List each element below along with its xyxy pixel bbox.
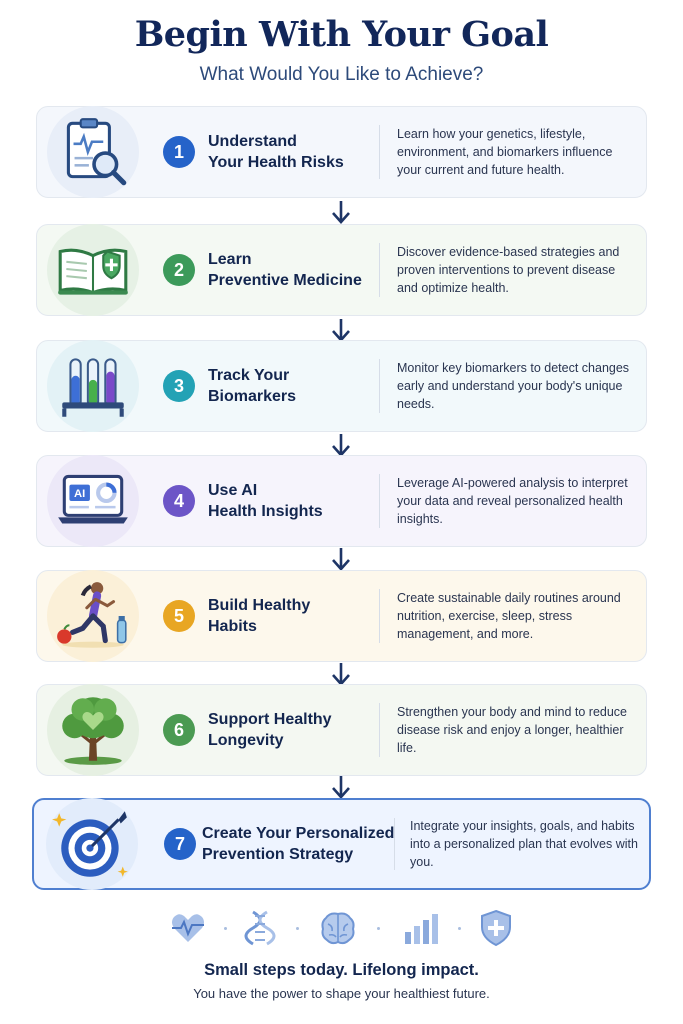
step-number-badge: 6 — [163, 714, 195, 746]
step-number-badge: 2 — [163, 254, 195, 286]
footer-headline: Small steps today. Lifelong impact. — [204, 961, 479, 979]
step-heading: Track Your Biomarkers — [208, 367, 297, 405]
step-number-badge: 7 — [164, 828, 196, 860]
arrow-down-icon — [332, 201, 350, 224]
step-description: Learn how your genetics, lifestyle, envi… — [397, 127, 613, 177]
step-heading: Create Your Personalized Prevention Stra… — [202, 825, 395, 863]
runner-icon — [47, 570, 139, 662]
separator-dot — [296, 927, 299, 930]
step-description: Integrate your insights, goals, and habi… — [410, 819, 638, 869]
separator-dot — [377, 927, 380, 930]
divider — [379, 474, 380, 528]
step-heading: Build Healthy Habits — [208, 597, 311, 635]
svg-text:AI: AI — [74, 488, 85, 500]
step-number-badge: 5 — [163, 600, 195, 632]
divider — [379, 359, 380, 413]
divider — [379, 589, 380, 643]
step-heading: Support Healthy Longevity — [208, 711, 332, 749]
step-description: Discover evidence-based strategies and p… — [397, 245, 620, 295]
step-number-badge: 4 — [163, 485, 195, 517]
footer-tagline: You have the power to shape your healthi… — [193, 986, 490, 1001]
page-subtitle: What Would You Like to Achieve? — [199, 64, 484, 85]
ai-laptop-icon: AI — [47, 455, 139, 547]
step-card-2: 2 Learn Preventive Medicine Discover evi… — [36, 224, 647, 316]
step-description: Leverage AI-powered analysis to interpre… — [397, 476, 628, 526]
test-tubes-icon — [47, 340, 139, 432]
dna-icon — [244, 910, 276, 946]
step-card-1: 1 Understand Your Health Risks Learn how… — [36, 106, 647, 198]
separator-dot — [458, 927, 461, 930]
step-description: Strengthen your body and mind to reduce … — [397, 705, 628, 755]
brain-icon — [321, 912, 355, 945]
heart-tree-icon — [47, 684, 139, 776]
step-heading: Use AI Health Insights — [208, 482, 323, 520]
step-card-4: AI 4 Use AI Health Insights Leverage AI-… — [36, 455, 647, 547]
heartbeat-icon — [172, 914, 204, 942]
step-number-badge: 3 — [163, 370, 195, 402]
step-card-7: 7 Create Your Personalized Prevention St… — [32, 798, 651, 890]
bar-chart-icon — [405, 914, 438, 944]
step-heading: Learn Preventive Medicine — [208, 251, 362, 289]
step-description: Create sustainable daily routines around… — [397, 591, 621, 641]
divider — [379, 125, 380, 179]
separator-dot — [224, 927, 227, 930]
step-heading: Understand Your Health Risks — [208, 133, 344, 171]
step-card-3: 3 Track Your Biomarkers Monitor key biom… — [36, 340, 647, 432]
step-number-badge: 1 — [163, 136, 195, 168]
page-title: Begin With Your Goal — [134, 14, 549, 55]
divider — [394, 818, 395, 870]
arrow-down-icon — [332, 776, 350, 799]
step-card-5: 5 Build Healthy Habits Create sustainabl… — [36, 570, 647, 662]
clipboard-magnifier-icon — [47, 106, 139, 198]
arrow-down-icon — [332, 548, 350, 571]
target-arrow-icon — [46, 798, 138, 890]
divider — [379, 243, 380, 297]
open-book-shield-icon — [47, 224, 139, 316]
step-card-6: 6 Support Healthy Longevity Strengthen y… — [36, 684, 647, 776]
bottom-icon-row — [0, 906, 683, 950]
divider — [379, 703, 380, 757]
shield-plus-icon — [481, 909, 511, 947]
step-description: Monitor key biomarkers to detect changes… — [397, 361, 630, 411]
